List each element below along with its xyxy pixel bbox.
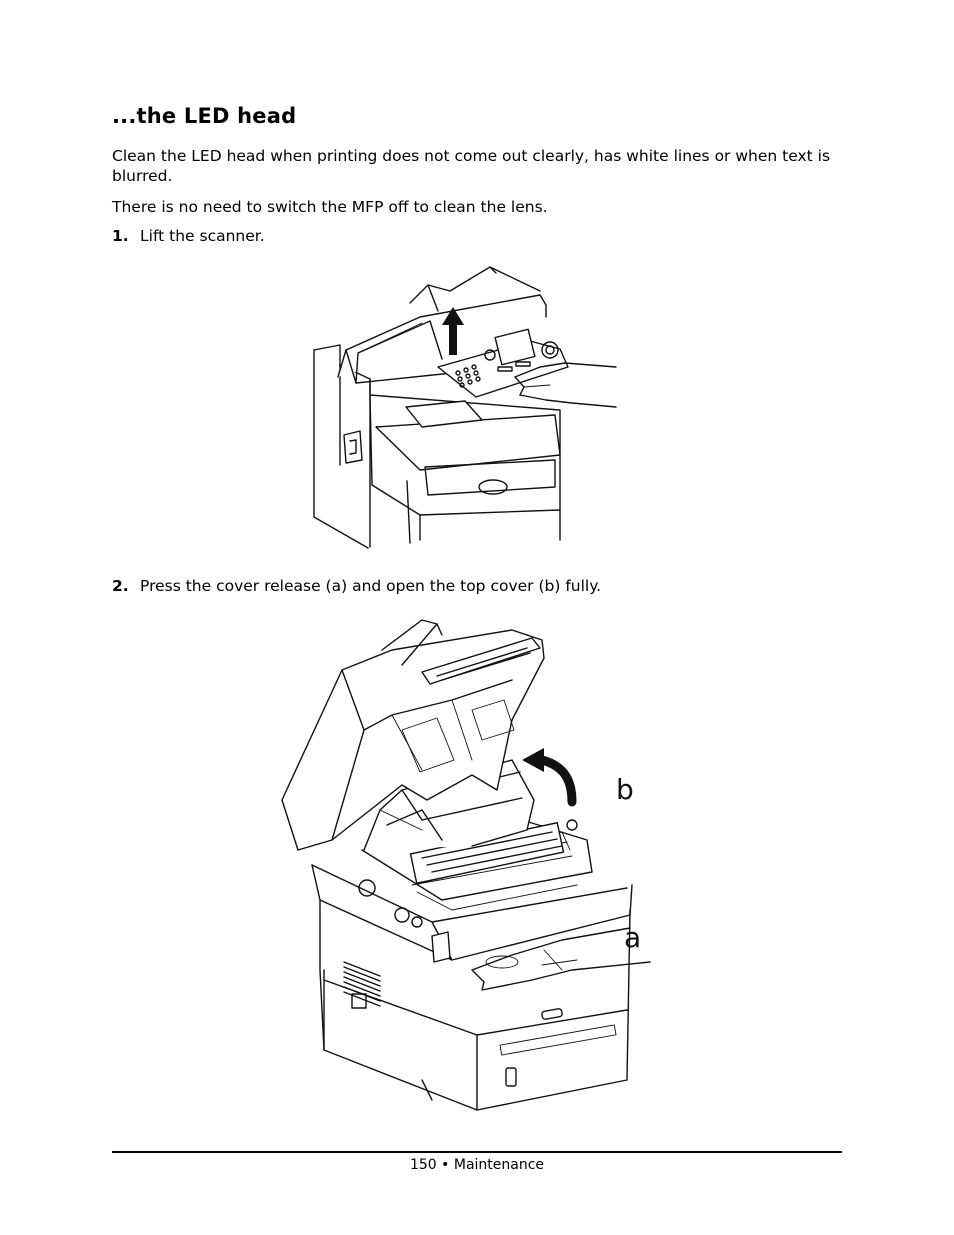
step-1: 1. Lift the scanner. bbox=[112, 226, 265, 246]
step-2-number: 2. bbox=[112, 577, 129, 595]
page-footer: 150 • Maintenance bbox=[0, 1157, 954, 1173]
footer-separator: • bbox=[441, 1157, 450, 1173]
note-paragraph: There is no need to switch the MFP off t… bbox=[112, 198, 548, 216]
section-heading: ...the LED head bbox=[112, 104, 297, 128]
step-1-number: 1. bbox=[112, 227, 129, 245]
figure-lift-scanner bbox=[313, 266, 617, 549]
step-1-text: Lift the scanner. bbox=[140, 227, 265, 245]
footer-section: Maintenance bbox=[453, 1157, 545, 1173]
page-number: 150 bbox=[409, 1157, 437, 1173]
callout-b: b bbox=[616, 773, 634, 806]
callout-a: a bbox=[624, 921, 642, 954]
step-2-text: Press the cover release (a) and open the… bbox=[140, 577, 602, 595]
step-2: 2. Press the cover release (a) and open t… bbox=[112, 576, 601, 596]
figure-open-top-cover bbox=[281, 619, 651, 1111]
intro-paragraph: Clean the LED head when printing does no… bbox=[112, 147, 831, 185]
footer-rule bbox=[112, 1151, 842, 1153]
